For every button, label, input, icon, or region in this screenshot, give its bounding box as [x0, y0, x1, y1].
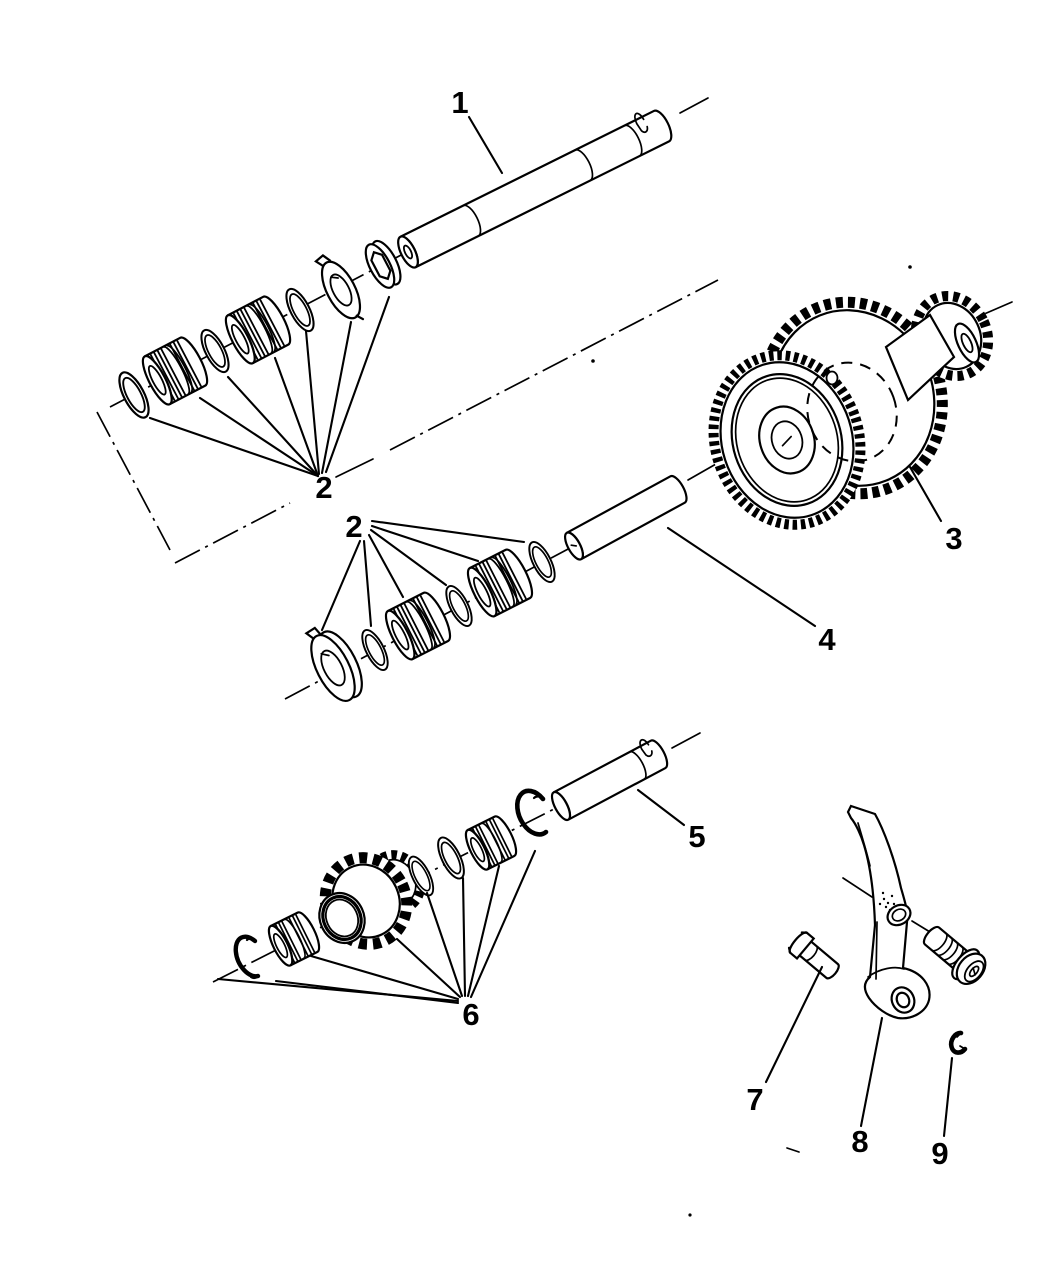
roller-bearing [379, 588, 457, 664]
callout-label-5: 5 [688, 819, 705, 854]
callout-2b-fan [320, 519, 526, 632]
mainshaft-bearing-washer-stack [112, 239, 402, 423]
pivot-pin [787, 931, 840, 980]
reverse-idler-gear-stack [233, 812, 522, 980]
lube-hole [825, 370, 839, 386]
gear-hub [884, 313, 956, 402]
mainshaft [397, 109, 673, 269]
callout-label-1: 1 [451, 85, 468, 120]
callout-label-8: 8 [851, 1124, 868, 1159]
snap-ring [233, 934, 261, 980]
roller-bearing [136, 333, 214, 409]
reverse-idler-shaft [550, 738, 669, 822]
lever-bolt [922, 925, 987, 986]
roller-bearing [263, 908, 325, 970]
washer [356, 625, 394, 675]
idler-gear-bore [318, 891, 366, 945]
cluster-gear [708, 291, 994, 530]
center-lines [96, 97, 1013, 1217]
hidden-bore-line [806, 361, 898, 463]
callout-label-4: 4 [818, 622, 836, 657]
callout-label-2b: 2 [345, 509, 362, 544]
knurl-dots [878, 891, 896, 912]
callout-2a-fan [148, 295, 391, 478]
countershaft-bearing-washer-stack [304, 537, 561, 702]
lever-hole [886, 903, 912, 927]
callout-label-2a: 2 [315, 470, 332, 505]
callout-label-7: 7 [746, 1082, 763, 1117]
callout-labels: 1 2 2 3 4 5 6 7 8 9 [315, 85, 962, 1171]
callout-label-6: 6 [462, 997, 479, 1032]
reverse-idler-lever [846, 804, 931, 1020]
callout-label-9: 9 [931, 1136, 948, 1171]
thrust-washer [314, 254, 365, 321]
roller-bearing [219, 292, 297, 368]
e-clip [948, 1030, 968, 1055]
thrust-washer [304, 626, 363, 702]
washer [431, 832, 471, 884]
splined-washer [364, 239, 402, 289]
roller-bearing [460, 812, 522, 874]
shaft-end-cap [953, 322, 981, 364]
snap-ring [515, 788, 549, 837]
callout-6-fan [216, 849, 537, 1005]
countershaft [563, 474, 688, 561]
leader-lines [148, 115, 954, 1138]
roller-bearing [461, 545, 539, 621]
lever-boss-bore [890, 986, 916, 1014]
callout-label-3: 3 [945, 521, 962, 556]
